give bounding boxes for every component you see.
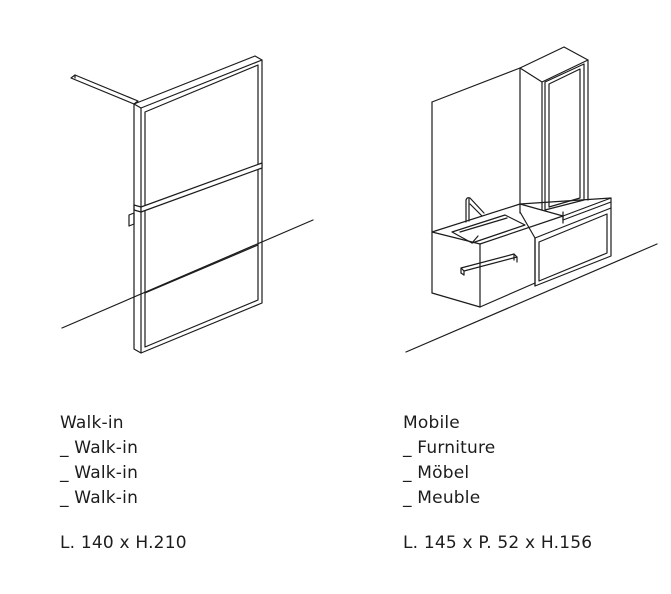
translation-line: _ Furniture [403, 438, 496, 458]
translation-line: _ Meuble [403, 488, 481, 508]
bathroom-vanity-furniture-drawing [405, 46, 658, 353]
translation-line: _ Walk-in [60, 463, 139, 483]
walk-in-shower-panel-drawing [61, 55, 314, 354]
product-name: Mobile [403, 413, 460, 433]
illustrations [61, 46, 658, 354]
product-dimensions: L. 145 x P. 52 x H.156 [403, 533, 593, 553]
translation-line: _ Möbel [403, 463, 470, 483]
mobile-caption: Mobile _ Furniture _ Möbel _ Meuble L. 1… [403, 411, 592, 556]
translation-line: _ Walk-in [60, 438, 139, 458]
translation-line: _ Walk-in [60, 488, 139, 508]
walk-in-caption: Walk-in _ Walk-in _ Walk-in _ Walk-in L.… [60, 411, 187, 556]
product-name: Walk-in [60, 413, 124, 433]
product-dimensions: L. 140 x H.210 [60, 533, 187, 553]
